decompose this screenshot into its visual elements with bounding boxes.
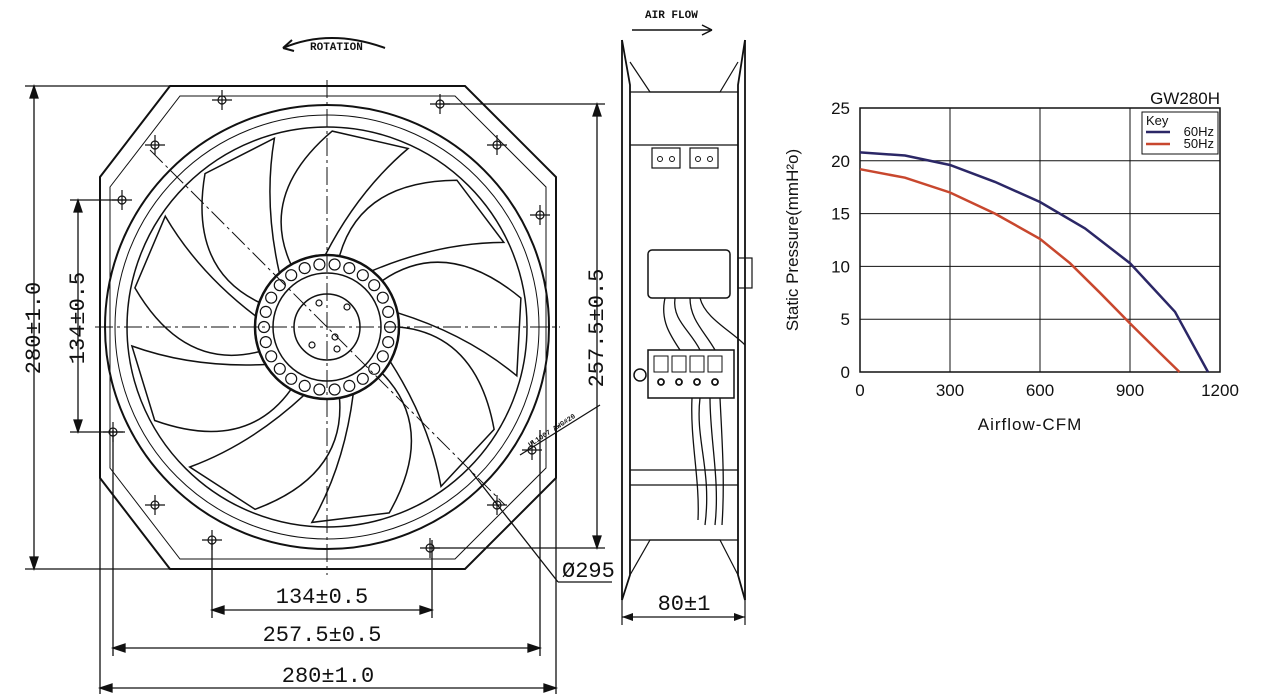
hub-hole — [328, 258, 341, 271]
fan-blade — [310, 372, 413, 524]
wires — [663, 297, 746, 526]
hub-hole — [368, 362, 381, 375]
hub-hole — [382, 305, 395, 318]
dim-diameter: Ø295 — [562, 559, 615, 584]
y-tick-label: 25 — [831, 99, 850, 118]
x-axis-label: Airflow-CFM — [978, 415, 1083, 434]
hub-screw — [331, 333, 339, 341]
hub-hole — [273, 279, 286, 292]
fan-blade — [338, 179, 506, 272]
hub-hole — [273, 362, 286, 375]
dim-depth: 80±1 — [658, 592, 711, 617]
hub-hole — [376, 350, 389, 363]
fan-blade — [201, 136, 281, 304]
y-axis-label: Static Pressure(mmH²o) — [783, 149, 802, 331]
y-tick-label: 15 — [831, 205, 850, 224]
fan-blades — [130, 130, 522, 524]
hub-hole — [368, 279, 381, 292]
series-line-60Hz — [859, 151, 1210, 373]
fan-frame — [99, 85, 557, 570]
y-tick-label: 5 — [841, 310, 850, 329]
hub-hole — [313, 383, 326, 396]
hub-hole — [328, 383, 341, 396]
hub-hole — [265, 291, 278, 304]
x-tick-label: 600 — [1026, 381, 1054, 400]
hub-hole — [382, 336, 395, 349]
dim-width-outer: 280±1.0 — [282, 664, 374, 689]
hub-hole — [298, 262, 311, 275]
fan-blade — [134, 214, 260, 356]
fan-blade — [381, 261, 522, 378]
x-tick-label: 300 — [936, 381, 964, 400]
legend-title: Key — [1146, 113, 1169, 128]
centre-lines — [95, 80, 560, 575]
hub-screw — [315, 299, 323, 307]
hub-hole — [343, 262, 356, 275]
plot-frame — [859, 107, 1221, 373]
hub-hole — [285, 372, 298, 385]
dim-width-hole: 134±0.5 — [276, 585, 368, 610]
dim-width-pitch: 257.5±0.5 — [263, 623, 382, 648]
performance-chart: 0 300 600 900 1200 0 5 10 15 20 25 GW280H Airflow-CF… — [783, 89, 1239, 434]
x-tick-label: 1200 — [1201, 381, 1239, 400]
fan-blade — [389, 326, 495, 489]
rotation-label: ROTATION — [310, 42, 363, 54]
hub-screw — [308, 341, 316, 349]
hub-hole — [285, 269, 298, 282]
dim-height-outer: 280±1.0 — [22, 282, 47, 374]
front-dimensions — [25, 83, 612, 694]
hub-holes — [257, 258, 397, 396]
hub-screw — [333, 345, 341, 353]
hub-hole — [298, 379, 311, 392]
legend-label: 60Hz — [1184, 124, 1214, 139]
rotation-arrow — [282, 37, 386, 52]
hub-hole — [259, 336, 272, 349]
dim-height-hole: 134±0.5 — [66, 272, 91, 364]
hub-screw — [343, 303, 351, 311]
hub-hole — [356, 269, 369, 282]
wire-label: UL1007 AWG#20 — [527, 413, 577, 449]
hub-hole — [313, 258, 326, 271]
hub-hole — [343, 379, 356, 392]
y-tick-label: 0 — [841, 363, 850, 382]
chart-title: GW280H — [1150, 89, 1220, 108]
airflow-label: AIR FLOW — [645, 10, 698, 22]
front-view — [95, 80, 560, 575]
series-line-50Hz — [859, 167, 1181, 373]
x-tick-label: 0 — [855, 381, 864, 400]
dim-height-pitch: 257.5±0.5 — [585, 269, 610, 388]
fan-blade — [280, 130, 410, 265]
hub-hole — [356, 372, 369, 385]
y-tick-label: 20 — [831, 152, 850, 171]
hub-hole — [376, 291, 389, 304]
y-tick-label: 10 — [831, 257, 850, 276]
hub-hole — [259, 305, 272, 318]
side-view — [621, 24, 753, 625]
fan-blade — [188, 394, 341, 511]
hub-hole — [265, 350, 278, 363]
fan-blade — [130, 344, 292, 433]
x-tick-label: 900 — [1116, 381, 1144, 400]
legend-label: 50Hz — [1184, 136, 1214, 151]
